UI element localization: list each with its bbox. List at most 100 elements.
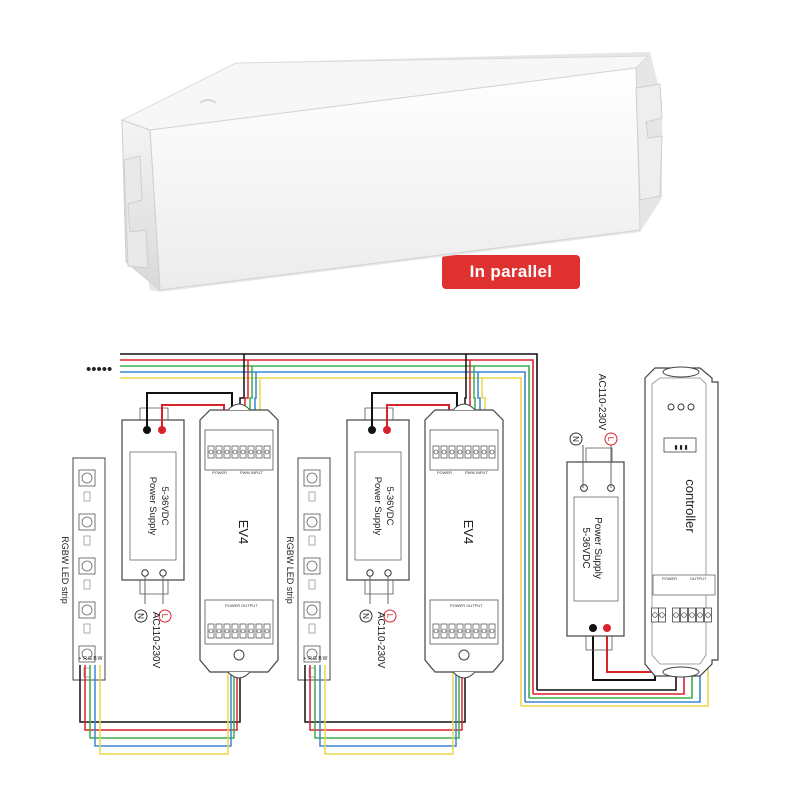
strip-pin-label: W [98, 656, 103, 662]
in-parallel-badge: In parallel [442, 255, 580, 289]
screw-icon [489, 628, 495, 634]
led-icon [306, 604, 318, 616]
output-wire [84, 652, 238, 731]
screw-icon [441, 628, 447, 634]
live-symbol: L [606, 437, 615, 442]
power-terminal-label: POWER [212, 470, 227, 475]
led-icon [306, 472, 318, 484]
led-indicator-icon [677, 403, 685, 411]
resistor [308, 623, 316, 634]
psu-bracket [139, 407, 169, 420]
psu-label: Power Supply [592, 517, 603, 579]
repeater-label: EV4 [236, 520, 251, 545]
pwm-terminal-label: PWM INPUT [465, 470, 488, 475]
resistor [83, 535, 91, 546]
dip-switch [663, 437, 697, 453]
psu-bracket [364, 580, 394, 595]
output-wire [314, 652, 460, 739]
strip-pin-label: G [88, 656, 92, 662]
live-symbol: L [160, 614, 169, 619]
neutral-symbol-icon [134, 609, 148, 623]
mount-ear [452, 671, 476, 679]
more-units-dots: ••••• [86, 361, 112, 378]
screw-icon [240, 628, 246, 634]
led-icon [306, 648, 318, 660]
neutral-symbol: N [136, 613, 145, 619]
resistor [308, 491, 316, 502]
screw-icon [433, 449, 439, 455]
screw-icon [264, 449, 270, 455]
strip-pin-label: G [313, 656, 317, 662]
screw-icon [264, 628, 270, 634]
live-symbol-icon [158, 609, 172, 623]
output-terminal-label: POWER OUTPUT [450, 603, 483, 608]
neutral-symbol-icon [359, 609, 373, 623]
live-symbol: L [385, 614, 394, 619]
strip-pin-label: + [79, 656, 82, 662]
screw-icon [208, 449, 214, 455]
bus-wire [120, 365, 530, 698]
screw-icon [216, 628, 222, 634]
neutral-symbol-icon [569, 432, 583, 446]
pwm-terminal-label: PWM INPUT [240, 470, 263, 475]
neutral-symbol: N [361, 613, 370, 619]
screw-icon [433, 628, 439, 634]
screw-icon [465, 628, 471, 634]
controller-output-label: OUTPUT [690, 576, 707, 581]
resistor [308, 579, 316, 590]
psu-bracket [364, 407, 394, 420]
led-indicator-icon [687, 403, 695, 411]
resistor [83, 623, 91, 634]
screw-icon [256, 449, 262, 455]
mounting-hole-icon [233, 649, 245, 661]
led-icon [306, 560, 318, 572]
bus-wire [120, 377, 522, 706]
output-wire [94, 652, 232, 747]
screw-icon [481, 628, 487, 634]
screw-icon [208, 628, 214, 634]
strip-pin-label: R [308, 656, 312, 662]
mount-ear [227, 403, 251, 411]
screw-icon [652, 612, 658, 618]
resistor [308, 535, 316, 546]
screw-icon [256, 628, 262, 634]
strip-pin-label: + [304, 656, 307, 662]
output-wire [304, 652, 466, 723]
led-icon [81, 648, 93, 660]
product-enclosure [120, 52, 663, 292]
psu-bracket [139, 580, 169, 595]
ac-terminal [366, 569, 374, 577]
output-wire [309, 652, 463, 731]
screw-icon [248, 628, 254, 634]
screw-icon [449, 449, 455, 455]
screw-icon [449, 628, 455, 634]
psu-label: Power Supply [372, 477, 383, 536]
screw-icon [240, 449, 246, 455]
screw-icon [224, 628, 230, 634]
psu-panel [129, 451, 177, 561]
input-terminal-block [429, 429, 499, 471]
output-wire [89, 652, 235, 739]
strip-pin-label: B [318, 656, 322, 662]
screw-icon [697, 612, 703, 618]
screw-icon [473, 449, 479, 455]
input-terminal-block [204, 429, 274, 471]
mounting-hole-icon [458, 649, 470, 661]
bus-wire [120, 353, 538, 690]
output-wire [319, 652, 457, 747]
controller-label: controller [683, 479, 698, 533]
mount-ear [452, 403, 476, 411]
psu-panel [354, 451, 402, 561]
screw-icon [457, 449, 463, 455]
screw-icon [216, 449, 222, 455]
strip-pin-label: R [83, 656, 87, 662]
repeater-label: EV4 [461, 520, 476, 545]
output-wire [324, 652, 454, 755]
screw-icon [705, 612, 711, 618]
screw-icon [473, 628, 479, 634]
screw-icon [232, 449, 238, 455]
led-indicator-icon [667, 403, 675, 411]
bus-wire [120, 371, 526, 702]
